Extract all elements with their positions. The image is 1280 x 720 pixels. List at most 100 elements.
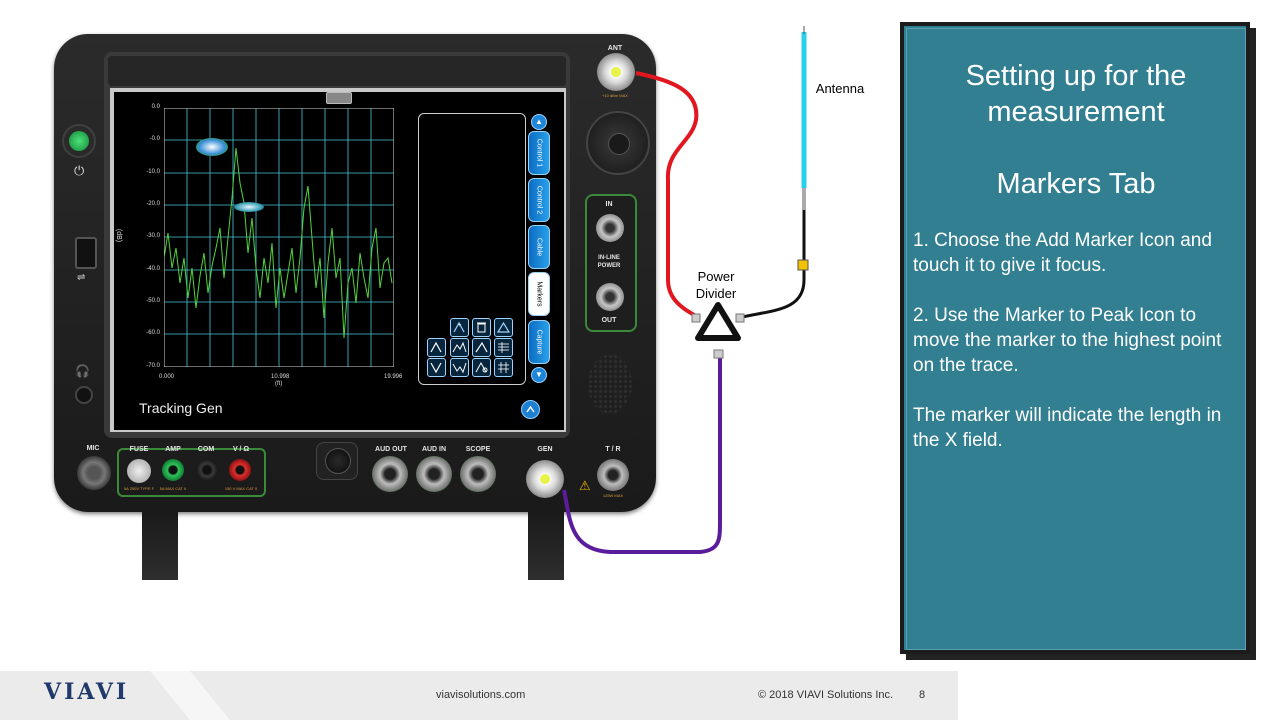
- tab-scroll-up-button[interactable]: ▲: [531, 114, 547, 130]
- y-axis-label: (dB): [115, 228, 123, 243]
- marker-peak-right-icon[interactable]: [472, 338, 491, 357]
- y-tick: -40.0: [146, 266, 160, 272]
- power-divider-icon: [695, 302, 741, 341]
- tr-rating: 125W MAX: [602, 493, 624, 498]
- navigation-dpad[interactable]: [586, 111, 650, 175]
- mic-label: MIC: [86, 445, 100, 452]
- bezel-top-strip: [108, 56, 566, 86]
- headphone-jack[interactable]: [75, 386, 93, 404]
- mode-label: Tracking Gen: [139, 400, 223, 416]
- warning-icon: ⚠: [579, 478, 591, 493]
- callout-panel-inner: [906, 28, 1246, 650]
- aud-in-label: AUD IN: [421, 446, 447, 453]
- tr-label: T / R: [605, 446, 621, 453]
- callout-subtitle: Markers Tab: [996, 168, 1156, 200]
- footer-copyright: © 2018 VIAVI Solutions Inc.: [758, 689, 894, 701]
- x-tick: 10.998: [271, 374, 290, 380]
- gen-connector-pin: [540, 474, 550, 484]
- aud-out-connector[interactable]: [372, 456, 408, 492]
- inline-power-title: IN-LINE POWER: [597, 255, 621, 269]
- y-tick: -10.0: [146, 169, 160, 175]
- mic-connector[interactable]: [77, 456, 111, 490]
- tab-label: Capture: [535, 329, 543, 355]
- callout-step-2: 2. Use the Marker to Peak Icon to move t…: [913, 305, 1222, 376]
- fuse-label: FUSE: [129, 446, 149, 453]
- y-tick: 0.0: [151, 104, 160, 110]
- gen-cable: [562, 355, 722, 554]
- v-ohm-label: V / Ω: [232, 446, 250, 453]
- tab-capture[interactable]: Capture: [528, 320, 550, 364]
- y-tick: -30.0: [146, 233, 160, 239]
- scope-connector[interactable]: [460, 456, 496, 492]
- dpad-center-button[interactable]: [608, 133, 630, 155]
- power-button[interactable]: [62, 124, 96, 158]
- y-tick: -70.0: [146, 363, 160, 369]
- marker-next-min-icon[interactable]: [450, 358, 469, 377]
- y-tick: -50.0: [146, 298, 160, 304]
- callout-title-line-1: Setting up for the: [965, 60, 1187, 92]
- y-tick: -0.0: [149, 136, 160, 142]
- power-divider-label-2: Divider: [695, 286, 737, 301]
- marker-table-icon[interactable]: [494, 338, 513, 357]
- amp-rating: 5A MAX CAT II: [159, 486, 187, 491]
- v-rating: 150 V MAX CAT II: [224, 486, 258, 491]
- tab-markers[interactable]: Markers: [528, 272, 550, 316]
- marker-2[interactable]: [234, 202, 264, 212]
- ant-cable: [635, 71, 701, 320]
- expand-icon[interactable]: [521, 400, 540, 419]
- callout-title-line-2: measurement: [987, 96, 1165, 128]
- fuse-rating: 5A 250V TYPE F: [123, 486, 155, 491]
- marker-settings-icon[interactable]: [494, 358, 513, 377]
- viavi-logo: VIAVI: [44, 679, 130, 705]
- callout-note: The marker will indicate the length in t…: [913, 405, 1222, 451]
- aud-in-connector[interactable]: [416, 456, 452, 492]
- marker-1[interactable]: [196, 138, 228, 156]
- footer-website[interactable]: viavisolutions.com: [436, 689, 526, 701]
- out-label: OUT: [601, 317, 617, 324]
- out-connector[interactable]: [596, 283, 624, 311]
- com-jack[interactable]: [196, 459, 218, 481]
- ant-label: ANT: [607, 45, 623, 52]
- x-tick: 0.000: [159, 374, 175, 380]
- power-icon: ⏻: [74, 163, 85, 178]
- v-ohm-jack[interactable]: [229, 459, 251, 481]
- cable-diagram: [562, 26, 809, 554]
- meter-input-panel: [117, 448, 266, 497]
- tr-connector[interactable]: [597, 459, 629, 491]
- tab-label: Cable: [535, 237, 543, 257]
- headphone-icon: 🎧: [75, 364, 90, 378]
- y-tick: -20.0: [146, 201, 160, 207]
- screen-tab-handle[interactable]: [326, 92, 352, 104]
- right-stand-leg: [528, 512, 564, 580]
- antenna-connector: [797, 259, 809, 271]
- callout-step-1: 1. Choose the Add Marker Icon and touch …: [913, 230, 1212, 276]
- footer-decoration: [150, 671, 230, 720]
- tab-control-1[interactable]: Control 1: [528, 131, 550, 175]
- com-label: COM: [197, 446, 215, 453]
- marker-next-peak-icon[interactable]: [450, 338, 469, 357]
- usb-icon: ⇌: [77, 272, 86, 283]
- rotary-knob[interactable]: [316, 442, 358, 480]
- footer-page-number: 8: [919, 689, 926, 701]
- tab-label: Control 1: [535, 138, 543, 168]
- ant-rating: +10 dBm MAX: [602, 93, 628, 98]
- marker-min-icon[interactable]: [427, 358, 446, 377]
- tab-control-2[interactable]: Control 2: [528, 178, 550, 222]
- power-divider-label-1: Power: [697, 269, 735, 284]
- tab-scroll-down-button[interactable]: ▼: [531, 367, 547, 383]
- speaker-grille: [588, 354, 632, 414]
- marker-to-peak-icon[interactable]: [494, 318, 513, 337]
- y-tick: -60.0: [146, 330, 160, 336]
- amp-label: AMP: [165, 446, 181, 453]
- fuse-holder[interactable]: [127, 459, 151, 483]
- marker-peak-left-icon[interactable]: [427, 338, 446, 357]
- delete-marker-icon[interactable]: [472, 318, 491, 337]
- add-marker-icon[interactable]: +: [450, 318, 469, 337]
- divider-antenna-cable: [737, 190, 806, 320]
- usb-port[interactable]: [75, 237, 97, 269]
- in-connector[interactable]: [596, 214, 624, 242]
- marker-delta-icon[interactable]: [472, 358, 491, 377]
- amp-jack[interactable]: [162, 459, 184, 481]
- svg-text:+: +: [458, 323, 462, 329]
- tab-cable[interactable]: Cable: [528, 225, 550, 269]
